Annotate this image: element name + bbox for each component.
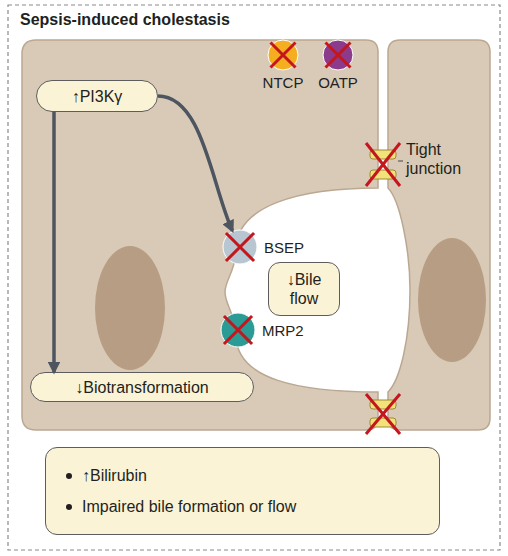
node-text: ↓Bile flow [277,270,331,308]
tight-junction [366,394,400,434]
cross-mark [271,43,296,68]
node-text: ↓Biotransformation [75,378,208,397]
transporter-circle: OATP [322,39,354,71]
transporter-label: MRP2 [262,322,304,339]
cross-mark [366,394,400,434]
transporter-fill [268,40,298,70]
circle-shape [222,229,258,265]
process-box: ↓Bile flow [268,262,340,316]
hepatocyte-cell [388,40,490,430]
diagram-title: Sepsis-induced cholestasis [20,11,230,29]
nucleus [418,238,486,362]
transporter-circle: NTCP [267,39,299,71]
transporter-label: BSEP [264,239,304,256]
cross-mark [326,43,351,68]
transporter-fill [323,40,353,70]
circle-shape [267,39,299,71]
transporter-circle: BSEP [222,229,258,265]
bullet-dot [66,504,72,510]
cross-mark [366,394,400,434]
bullet-dot [66,473,72,479]
leader-line [398,160,403,161]
node-text: ↑PI3Kγ [72,87,123,106]
hepatocyte-cell [22,40,378,430]
cross-mark [226,233,254,261]
process-box: ↑PI3Kγ [36,80,158,112]
process-box: ↓Biotransformation [30,372,254,402]
transporter-label: NTCP [263,74,304,91]
cross-mark [224,316,252,344]
transporter-circle: MRP2 [220,312,256,348]
arrow-connector [158,96,232,231]
cross-mark [366,143,400,186]
callout-label: Tight junction [406,140,486,178]
bullet-row: ↑Bilirubin [66,466,147,485]
cross-mark [226,233,254,261]
bullet-text: Impaired bile formation or flow [82,497,296,516]
cross-mark [366,143,400,186]
cross-mark [224,316,252,344]
bullet-row: Impaired bile formation or flow [66,497,296,516]
outcome-box: ↑BilirubinImpaired bile formation or flo… [45,447,440,535]
cross-mark [271,43,296,68]
cross-mark [326,43,351,68]
bullet-text: ↑Bilirubin [82,466,147,485]
tight-junction [366,143,400,186]
arrow-connector [52,112,56,372]
circle-shape [322,39,354,71]
transporter-fill [221,313,255,347]
transporter-label: OATP [318,74,358,91]
nucleus [95,246,165,370]
circle-shape [220,312,256,348]
dashed-frame [8,5,500,550]
transporter-fill [223,230,257,264]
